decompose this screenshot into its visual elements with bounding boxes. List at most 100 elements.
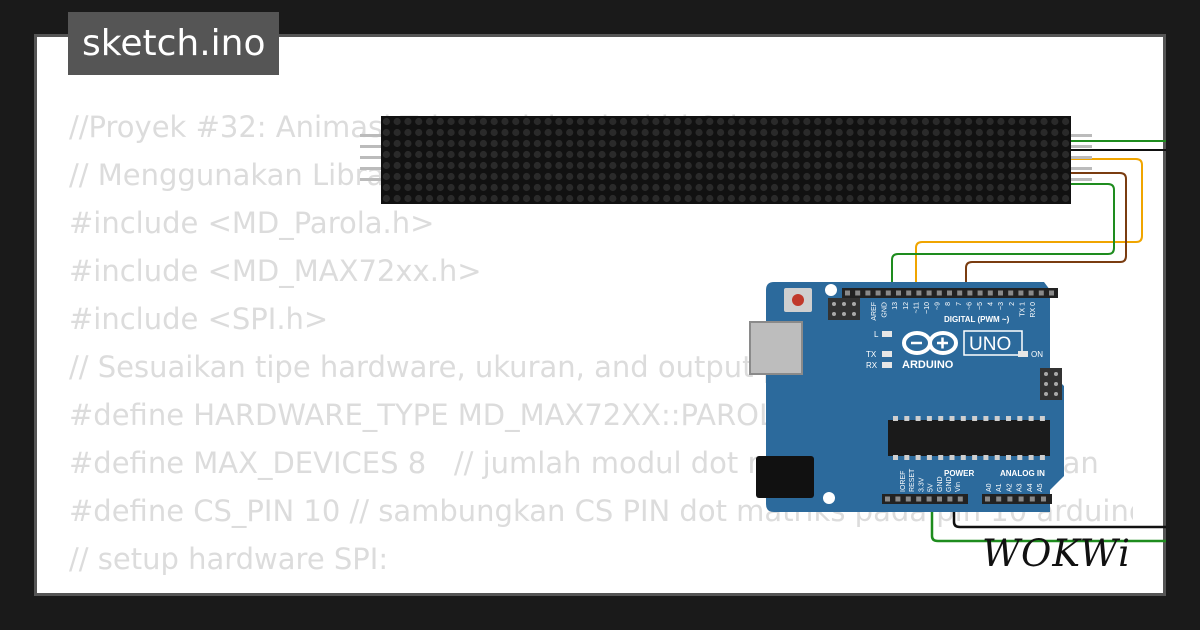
wire-black-gnd bbox=[952, 500, 1166, 529]
matrix-led bbox=[749, 117, 757, 126]
power-header bbox=[882, 494, 968, 504]
matrix-led bbox=[738, 161, 746, 170]
matrix-led bbox=[533, 117, 541, 126]
matrix-led bbox=[824, 194, 833, 203]
matrix-led bbox=[533, 183, 541, 192]
matrix-led bbox=[760, 172, 768, 181]
matrix-led bbox=[522, 161, 531, 170]
matrix-led bbox=[867, 194, 876, 203]
matrix-led bbox=[717, 183, 725, 192]
matrix-led bbox=[436, 117, 444, 126]
matrix-led bbox=[770, 150, 779, 159]
matrix-led bbox=[555, 194, 563, 203]
led-matrix bbox=[360, 116, 1092, 204]
code-line: // setup hardware SPI: bbox=[69, 542, 389, 576]
on-led bbox=[1018, 351, 1028, 357]
matrix-led bbox=[717, 150, 725, 159]
matrix-led bbox=[393, 150, 401, 159]
matrix-led bbox=[458, 150, 466, 159]
chip-leg bbox=[1006, 416, 1011, 421]
matrix-led bbox=[814, 161, 822, 170]
matrix-led bbox=[1008, 117, 1016, 126]
matrix-led bbox=[436, 150, 444, 159]
matrix-led bbox=[1040, 172, 1048, 181]
matrix-led bbox=[619, 150, 628, 159]
matrix-led bbox=[921, 128, 930, 137]
matrix-led bbox=[975, 194, 983, 203]
matrix-led bbox=[975, 150, 983, 159]
matrix-led bbox=[404, 128, 412, 137]
matrix-led bbox=[900, 194, 908, 203]
matrix-led bbox=[1008, 150, 1016, 159]
matrix-led bbox=[727, 172, 735, 181]
matrix-led bbox=[814, 194, 822, 203]
matrix-led bbox=[479, 139, 488, 148]
matrix-led bbox=[490, 183, 498, 192]
matrix-led bbox=[932, 150, 940, 159]
wokwi-logo-text: WOKWi bbox=[982, 532, 1131, 575]
matrix-led bbox=[512, 117, 520, 126]
matrix-led bbox=[1051, 150, 1059, 159]
matrix-led bbox=[436, 183, 444, 192]
matrix-led bbox=[770, 183, 779, 192]
digital-pin-label: 8 bbox=[945, 302, 952, 306]
matrix-led bbox=[835, 161, 843, 170]
matrix-led bbox=[943, 117, 951, 126]
matrix-led bbox=[911, 117, 919, 126]
matrix-led bbox=[652, 128, 660, 137]
matrix-led bbox=[781, 128, 789, 137]
analog-pin-label: A2 bbox=[1006, 483, 1013, 492]
matrix-led bbox=[727, 117, 735, 126]
matrix-led bbox=[727, 161, 735, 170]
matrix-led bbox=[997, 128, 1005, 137]
matrix-led bbox=[964, 172, 973, 181]
matrix-led bbox=[792, 194, 800, 203]
digital-header-pins bbox=[845, 290, 1054, 296]
matrix-led bbox=[652, 172, 660, 181]
header-pin bbox=[865, 290, 871, 296]
code-line: #include <SPI.h> bbox=[69, 302, 329, 336]
matrix-led bbox=[717, 139, 725, 148]
matrix-led bbox=[1062, 183, 1070, 192]
matrix-led bbox=[544, 183, 552, 192]
matrix-led bbox=[803, 139, 811, 148]
matrix-led bbox=[490, 128, 498, 137]
digital-pin-label: ~10 bbox=[924, 302, 931, 314]
matrix-led bbox=[932, 161, 940, 170]
matrix-led bbox=[975, 183, 983, 192]
power-pin-label: 5V bbox=[928, 483, 935, 492]
matrix-led bbox=[997, 161, 1005, 170]
matrix-led bbox=[512, 150, 520, 159]
matrix-led bbox=[652, 194, 660, 203]
model-box bbox=[963, 330, 1023, 356]
matrix-led bbox=[469, 128, 477, 137]
code-line: #include <MD_Parola.h> bbox=[69, 206, 435, 240]
matrix-led bbox=[522, 183, 531, 192]
matrix-led bbox=[824, 150, 833, 159]
matrix-led bbox=[1062, 139, 1070, 148]
matrix-led bbox=[986, 172, 994, 181]
matrix-led bbox=[684, 183, 692, 192]
matrix-led bbox=[964, 161, 973, 170]
chip-leg bbox=[938, 416, 944, 421]
power-pin-label: Vin bbox=[955, 482, 962, 492]
matrix-led bbox=[781, 161, 789, 170]
header-pin bbox=[947, 496, 953, 502]
matrix-led bbox=[641, 128, 649, 137]
matrix-led bbox=[911, 194, 919, 203]
matrix-led bbox=[911, 150, 919, 159]
matrix-led bbox=[458, 128, 466, 137]
matrix-led bbox=[619, 183, 628, 192]
chip-leg bbox=[893, 455, 898, 460]
header-pin bbox=[926, 496, 932, 502]
matrix-led bbox=[598, 161, 606, 170]
matrix-led bbox=[544, 117, 552, 126]
matrix-led bbox=[770, 172, 779, 181]
chip-leg bbox=[983, 455, 989, 460]
matrix-led bbox=[878, 194, 886, 203]
matrix-led bbox=[749, 150, 757, 159]
matrix-led bbox=[695, 139, 703, 148]
matrix-led bbox=[630, 117, 638, 126]
matrix-led bbox=[889, 161, 897, 170]
matrix-led bbox=[609, 161, 617, 170]
